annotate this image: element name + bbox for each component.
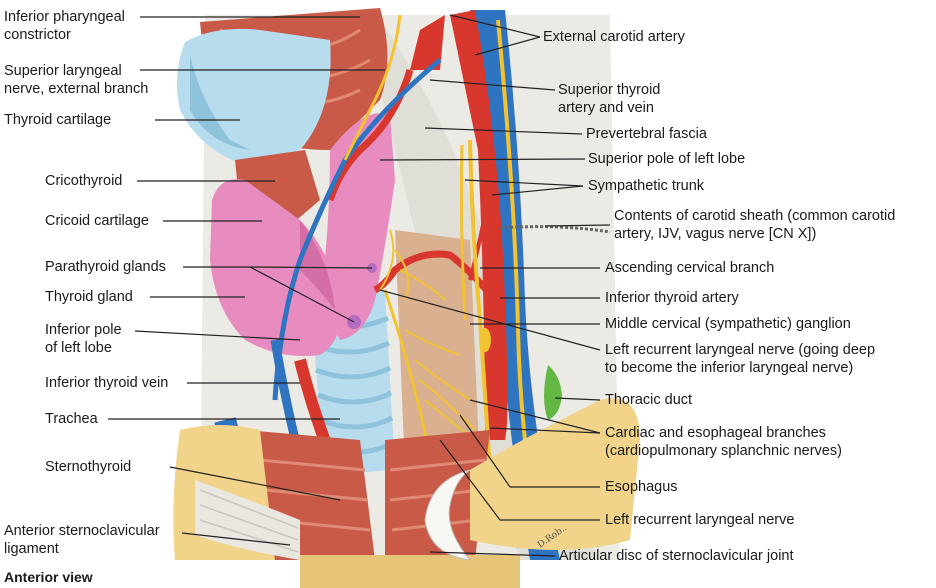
superior-thyroid-vein <box>272 58 442 401</box>
prevertebral-fascia-shadow <box>360 20 600 560</box>
label-left-recurrent-laryngeal-nerve-deep: Left recurrent laryngeal nerve (going de… <box>605 342 876 376</box>
anterior-sternoclavicular-ligament <box>195 480 300 560</box>
label-superior-laryngeal-nerve: Superior laryngeal nerve, external branc… <box>4 63 149 97</box>
label-parathyroid-glands: Parathyroid glands <box>45 259 166 275</box>
label-superior-thyroid-artery-vein: Superior thyroid artery and vein <box>558 82 661 116</box>
sympathetic-trunk <box>468 139 492 471</box>
label-trachea: Trachea <box>45 411 98 427</box>
label-inferior-thyroid-vein: Inferior thyroid vein <box>45 375 169 391</box>
label-articular-disc: Articular disc of sternoclavicular joint <box>559 548 794 564</box>
ligament-fibers <box>199 489 299 553</box>
label-external-carotid-artery: External carotid artery <box>543 29 685 45</box>
label-inferior-thyroid-artery: Inferior thyroid artery <box>605 290 739 306</box>
common-carotid-artery <box>450 10 508 440</box>
label-cricoid-cartilage: Cricoid cartilage <box>45 213 149 229</box>
articular-disc <box>424 469 472 561</box>
leader-lines-right <box>379 14 611 557</box>
label-sympathetic-trunk: Sympathetic trunk <box>588 178 705 194</box>
leader-lines-left <box>108 16 385 546</box>
nerve-plexus-thyroid <box>379 229 446 301</box>
label-sternothyroid: Sternothyroid <box>45 459 132 475</box>
ascending-cervical-branch <box>468 214 487 281</box>
thyroid-cartilage-shade <box>190 55 250 150</box>
sympathetic-trunk-medial <box>459 144 467 321</box>
external-carotid-artery <box>410 15 445 70</box>
manubrium <box>300 555 520 588</box>
label-thyroid-gland: Thyroid gland <box>45 289 133 305</box>
superior-laryngeal-nerve-external-branch <box>343 14 402 161</box>
label-cardiac-esophageal-branches: Cardiac and esophageal branches (cardiop… <box>605 425 842 459</box>
esophagus <box>395 230 480 470</box>
left-clavicle <box>470 398 640 550</box>
label-inferior-pharyngeal-constrictor: Inferior pharyngeal constrictor <box>4 9 125 43</box>
label-anterior-sternoclavicular-ligament: Anterior sternoclavicular ligament <box>4 523 160 557</box>
figure-caption: Anterior view <box>4 569 93 585</box>
label-thyroid-cartilage: Thyroid cartilage <box>4 112 112 128</box>
label-esophagus: Esophagus <box>605 479 678 495</box>
label-inferior-pole: Inferior pole of left lobe <box>45 322 122 356</box>
label-prevertebral-fascia: Prevertebral fascia <box>586 126 707 142</box>
label-contents-carotid-sheath: Contents of carotid sheath (common carot… <box>614 208 896 242</box>
label-left-recurrent-laryngeal-nerve: Left recurrent laryngeal nerve <box>605 512 795 528</box>
carotid-sheath-probe <box>499 225 611 234</box>
cardiac-esophageal-branches <box>404 329 481 446</box>
label-middle-cervical-ganglion: Middle cervical (sympathetic) ganglion <box>605 316 851 332</box>
label-superior-pole-left-lobe: Superior pole of left lobe <box>588 151 746 167</box>
label-ascending-cervical-branch: Ascending cervical branch <box>605 260 775 276</box>
label-cricothyroid: Cricothyroid <box>45 173 123 189</box>
thoracic-duct <box>544 365 562 420</box>
middle-cervical-ganglion <box>479 328 491 352</box>
label-thoracic-duct: Thoracic duct <box>605 392 693 408</box>
